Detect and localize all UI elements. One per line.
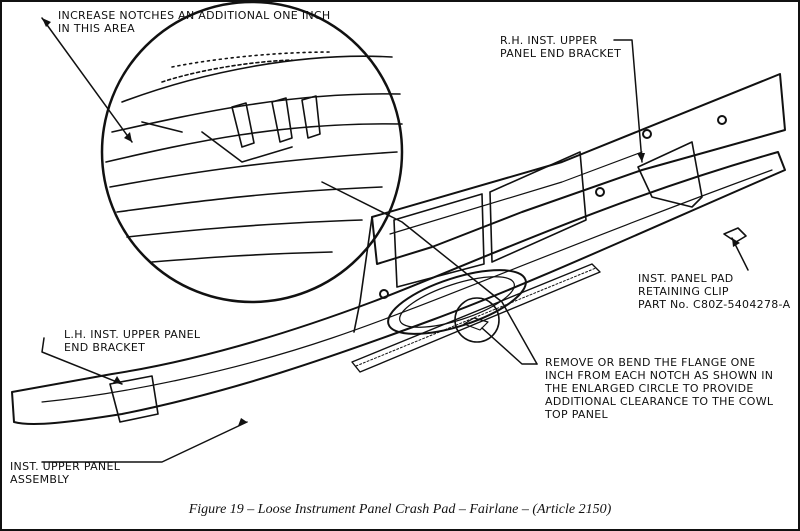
callout-upper-panel-assembly: INST. UPPER PANEL ASSEMBLY: [10, 460, 121, 486]
rh-end-bracket: [637, 141, 703, 208]
callout-remove-flange: REMOVE OR BEND THE FLANGE ONE INCH FROM …: [545, 356, 774, 421]
enlarged-detail-circle: [100, 2, 404, 304]
crash-pad-body: [11, 73, 786, 426]
callout-rh-end-bracket: R.H. INST. UPPER PANEL END BRACKET: [500, 34, 622, 60]
leader-lines: [41, 17, 749, 463]
callout-retaining-clip: INST. PANEL PAD RETAINING CLIP PART No. …: [638, 272, 791, 311]
callout-lh-end-bracket: L.H. INST. UPPER PANEL END BRACKET: [64, 328, 201, 354]
leader-arrowheads: [42, 18, 740, 426]
figure-caption: Figure 19 – Loose Instrument Panel Crash…: [188, 502, 612, 517]
callout-increase-notches: INCREASE NOTCHES AN ADDITIONAL ONE INCH …: [58, 9, 331, 35]
enlarged-detail-contents: [105, 51, 403, 263]
lh-end-bracket: [109, 375, 159, 423]
